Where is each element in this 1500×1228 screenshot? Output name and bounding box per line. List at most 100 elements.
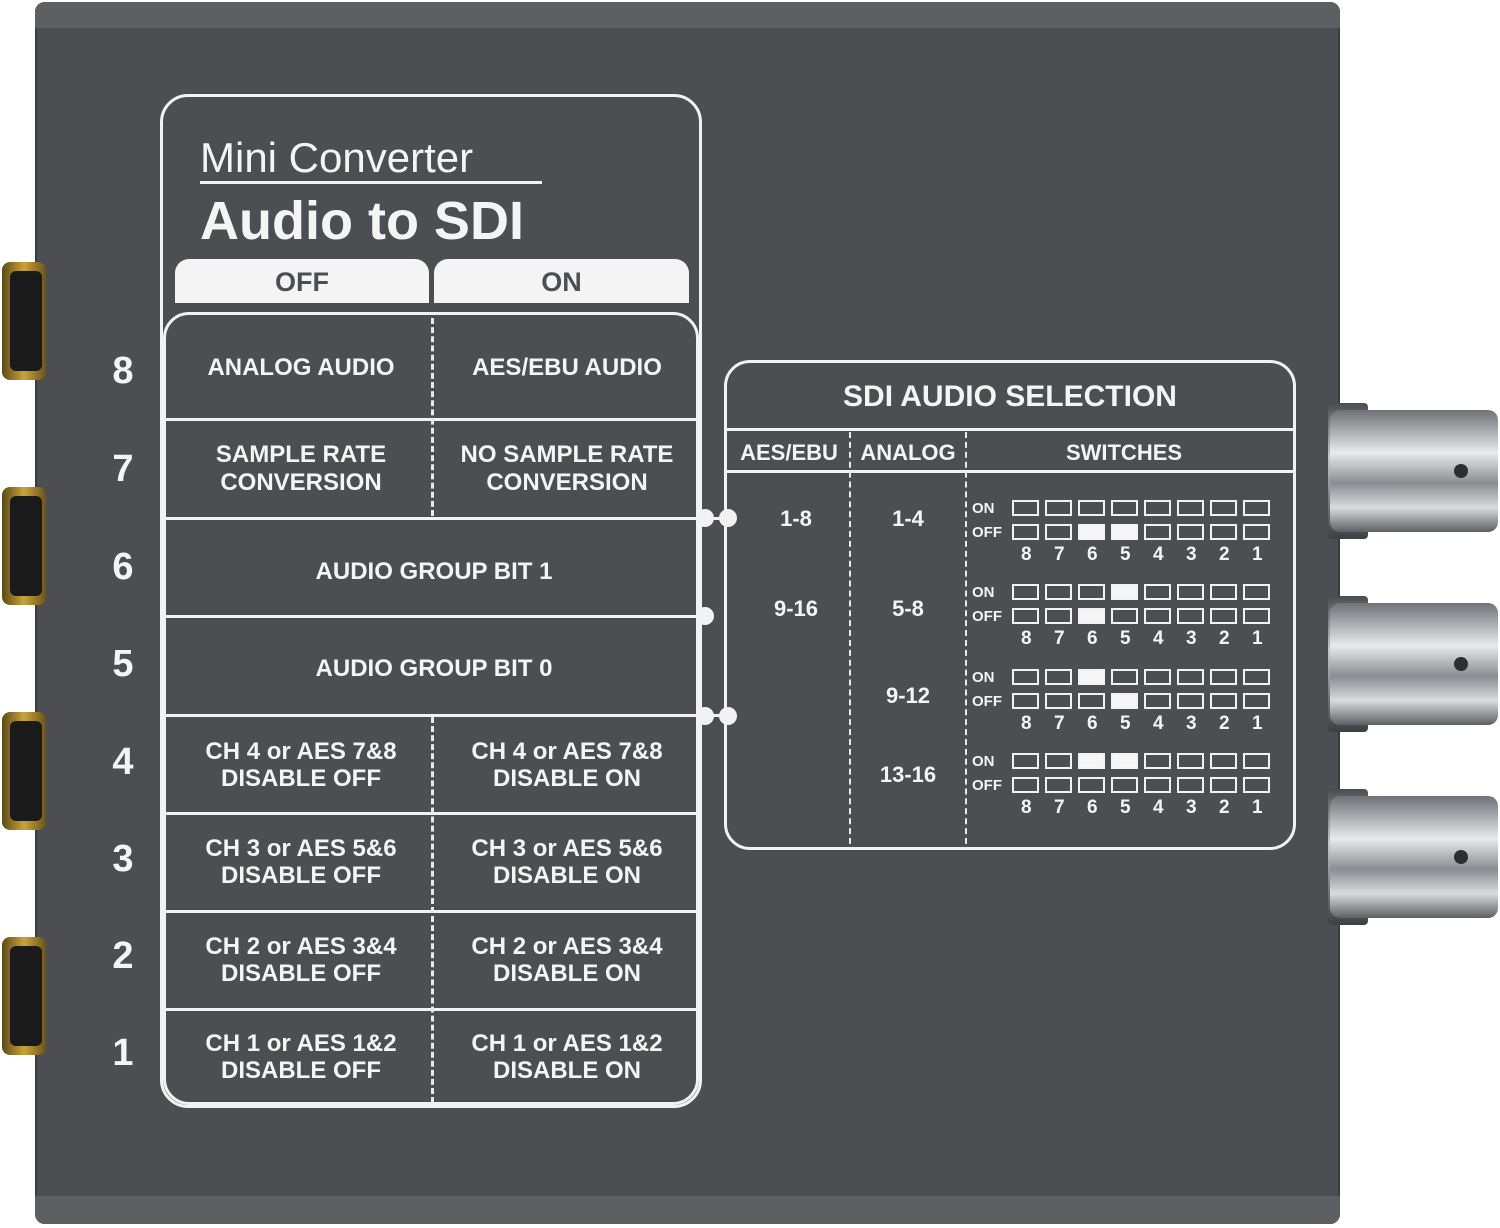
dip-switch-cell bbox=[1078, 669, 1105, 685]
switch-number-label: 5 bbox=[1120, 713, 1131, 734]
switch8-off-label: ANALOG AUDIO bbox=[207, 354, 395, 381]
dip-switch-cell bbox=[1012, 608, 1039, 624]
dip-switch-cell bbox=[1177, 608, 1204, 624]
switch-number-label: 4 bbox=[1153, 797, 1164, 818]
dip-switch-cell bbox=[1144, 777, 1171, 793]
switch-number: 2 bbox=[112, 935, 134, 977]
switch-number-label: 3 bbox=[1186, 713, 1197, 734]
dip-switch-cell bbox=[1177, 777, 1204, 793]
switch2-on-label-1: CH 2 or AES 3&4 bbox=[471, 933, 663, 960]
dip-switch-cell bbox=[1111, 500, 1138, 516]
switch-number-label: 6 bbox=[1087, 544, 1098, 565]
switch3-on-label-1: CH 3 or AES 5&6 bbox=[471, 835, 663, 862]
dip-switch-cell bbox=[1144, 753, 1171, 769]
sdi-analog-group: 5-8 bbox=[892, 596, 924, 621]
switch-number-label: 3 bbox=[1186, 628, 1197, 649]
dip-switch-cell bbox=[1012, 669, 1039, 685]
dip-switch-cell bbox=[1111, 584, 1138, 600]
dip-switch-cell bbox=[1078, 693, 1105, 709]
dip-switch-cell bbox=[1243, 693, 1270, 709]
connector-line bbox=[699, 517, 729, 520]
dip-switch-cell bbox=[1111, 524, 1138, 540]
tab-off: OFF bbox=[175, 259, 429, 303]
switch-row-off: OFF bbox=[972, 524, 1276, 542]
switch-number-label: 7 bbox=[1054, 628, 1065, 649]
switch7-on-label-1: NO SAMPLE RATE bbox=[460, 441, 674, 468]
dip-switch-cell bbox=[1012, 524, 1039, 540]
connector-dot bbox=[696, 707, 714, 725]
dip-switch-cell bbox=[1012, 753, 1039, 769]
rca-connector-inner bbox=[10, 946, 42, 1046]
connector-dot bbox=[719, 509, 737, 527]
switch1-on-label-1: CH 1 or AES 1&2 bbox=[471, 1030, 663, 1057]
switch-number-label: 5 bbox=[1120, 628, 1131, 649]
dip-switch-cell bbox=[1243, 777, 1270, 793]
rca-connector-inner bbox=[10, 496, 42, 596]
dip-switch-cell bbox=[1078, 524, 1105, 540]
switch-number: 5 bbox=[112, 643, 134, 685]
switch1-off-label-1: CH 1 or AES 1&2 bbox=[205, 1030, 397, 1057]
dip-switch-cell bbox=[1111, 753, 1138, 769]
brand-line1: Mini Converter bbox=[200, 134, 474, 181]
switch-table-outline bbox=[163, 312, 699, 1105]
switch-number-label: 8 bbox=[1021, 544, 1032, 565]
switch-number-label: 1 bbox=[1252, 544, 1263, 565]
dip-switch-cell bbox=[1144, 584, 1171, 600]
switch-number-label: 7 bbox=[1054, 797, 1065, 818]
dip-switch-cell bbox=[1111, 777, 1138, 793]
switch3-off-label-1: CH 3 or AES 5&6 bbox=[205, 835, 397, 862]
dip-switch-cell bbox=[1078, 584, 1105, 600]
connector-dot bbox=[719, 707, 737, 725]
switch-row-label: OFF bbox=[972, 608, 1002, 625]
chassis-bottom-rail bbox=[35, 1196, 1340, 1224]
dip-switch-cell bbox=[1144, 693, 1171, 709]
switch7-off-label-1: SAMPLE RATE bbox=[215, 441, 387, 468]
switch-row-label: OFF bbox=[972, 693, 1002, 710]
switch4-off-label-1: CH 4 or AES 7&8 bbox=[205, 738, 397, 765]
switch-number-label: 8 bbox=[1021, 628, 1032, 649]
sdi-analog-group: 13-16 bbox=[879, 762, 937, 787]
switch-number-label: 6 bbox=[1087, 797, 1098, 818]
dip-switch-cell bbox=[1177, 693, 1204, 709]
connector-dot bbox=[696, 509, 714, 527]
dip-switch-cell bbox=[1045, 669, 1072, 685]
switch-number-label: 6 bbox=[1087, 713, 1098, 734]
switch-number-label: 1 bbox=[1252, 713, 1263, 734]
switch-number-label: 4 bbox=[1153, 713, 1164, 734]
dip-switch-cell bbox=[1177, 753, 1204, 769]
switch-number-label: 2 bbox=[1219, 713, 1230, 734]
chassis-top-rail bbox=[35, 2, 1340, 28]
sdi-header-divider bbox=[727, 470, 1293, 473]
dip-switch-cell bbox=[1243, 524, 1270, 540]
row-divider bbox=[166, 714, 696, 717]
dip-switch-cell bbox=[1210, 753, 1237, 769]
switch3-off-label-2: DISABLE OFF bbox=[221, 862, 381, 889]
switch-number-label: 5 bbox=[1120, 797, 1131, 818]
switch-row-label: OFF bbox=[972, 777, 1002, 794]
switch-number-label: 2 bbox=[1219, 797, 1230, 818]
switch-number-label: 7 bbox=[1054, 713, 1065, 734]
switch-number-label: 3 bbox=[1186, 544, 1197, 565]
dip-switch-cell bbox=[1144, 669, 1171, 685]
dip-switch-cell bbox=[1210, 777, 1237, 793]
converter-chassis bbox=[35, 2, 1340, 1224]
dip-switch-cell bbox=[1210, 669, 1237, 685]
switch-number-label: 3 bbox=[1186, 797, 1197, 818]
dip-switch-cell bbox=[1012, 500, 1039, 516]
bnc-pin bbox=[1454, 464, 1468, 478]
sdi-aes-group: 9-16 bbox=[773, 596, 819, 621]
dip-switch-cell bbox=[1012, 584, 1039, 600]
column-divider bbox=[431, 318, 434, 516]
switch-number-label: 4 bbox=[1153, 628, 1164, 649]
switch-row-on: ON bbox=[972, 669, 1276, 687]
dip-switch-cell bbox=[1012, 777, 1039, 793]
switch1-on-label-2: DISABLE ON bbox=[492, 1057, 641, 1084]
switch8-on-label: AES/EBU AUDIO bbox=[472, 354, 662, 381]
tab-on: ON bbox=[434, 259, 689, 303]
dip-switch-cell bbox=[1144, 500, 1171, 516]
switch-row-off: OFF bbox=[972, 608, 1276, 626]
